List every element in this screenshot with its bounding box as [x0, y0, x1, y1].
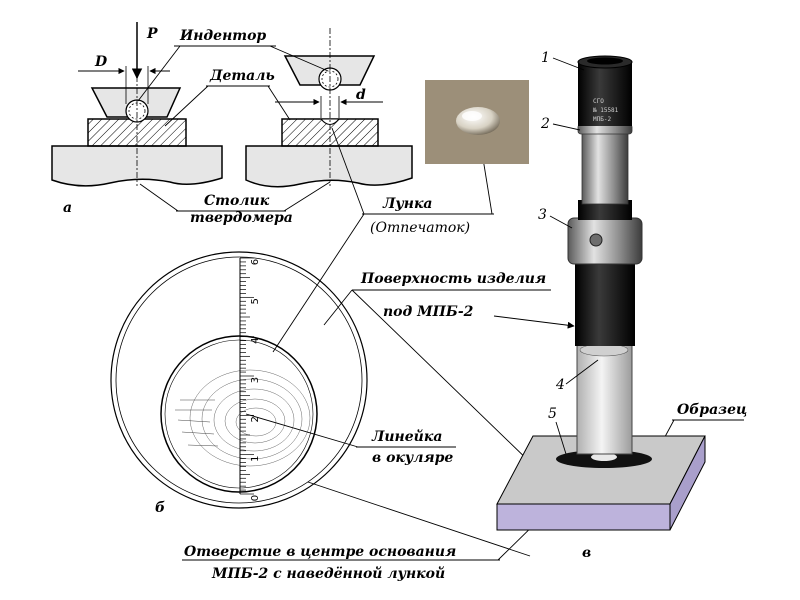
dimple-image: [456, 107, 500, 135]
microscope-window: [576, 343, 633, 455]
imprint-view-circle: [160, 335, 318, 493]
device-text-2: № 15581: [593, 107, 619, 114]
sample-front: [496, 503, 671, 531]
sample-label: Образец: [677, 402, 747, 418]
microscope-upper-tube: [581, 127, 629, 205]
callout-4: 4: [555, 377, 565, 393]
imprint-diameter-label: d: [356, 87, 366, 103]
ruler-label-line2: в окуляре: [372, 450, 453, 466]
device-text-3: МПБ-2: [593, 116, 611, 123]
panel-letter-c: в: [582, 545, 591, 561]
mid-labels: Поверхность изделия под МПБ-2 Линейка в …: [182, 271, 747, 582]
panel-letter-a: а: [63, 200, 72, 216]
ruler-tick-label: 0: [250, 495, 261, 501]
microscope-focus-ring: [567, 217, 643, 265]
ruler-tick-label: 5: [250, 298, 261, 304]
panel-a-right: d: [245, 28, 413, 188]
dimple-label-line2: (Отпечаток): [370, 220, 470, 236]
callouts: 1 2 3 4 5: [538, 50, 599, 455]
dimple-to-eyepiece-leader: [272, 213, 365, 353]
panel-c-microscope: СГО № 15581 МПБ-2: [496, 55, 706, 531]
table-label-line1: Столик: [204, 193, 270, 209]
hole-label-line2: МПБ-2 с наведённой лункой: [211, 565, 445, 582]
top-labels: Индентор Деталь Столик твердомера Лунка …: [137, 28, 494, 236]
ruler-tick-label: 3: [250, 377, 261, 383]
ruler-tick-label: 2: [250, 416, 261, 422]
ball-diameter-label: D: [94, 54, 108, 70]
ruler-label-line1: Линейка: [371, 428, 442, 445]
dimple-photo: [425, 80, 529, 164]
panel-a: P D а: [51, 22, 223, 216]
microscope-eyepiece: [578, 62, 632, 126]
indentor-label: Индентор: [179, 28, 266, 44]
sample-side: [669, 435, 706, 531]
hole-label-line1: Отверстие в центре основания: [184, 544, 456, 560]
device-text-1: СГО: [593, 98, 604, 105]
hardness-table-right: [245, 145, 413, 188]
ruler-tick-label: 1: [250, 455, 261, 461]
callout-1: 1: [541, 50, 550, 66]
imprint-rings: [175, 369, 311, 467]
surface-label-line1: Поверхность изделия: [360, 271, 546, 287]
table-label-line2: твердомера: [190, 210, 293, 226]
ruler-tick-label: 6: [250, 259, 261, 265]
part-label: Деталь: [209, 68, 275, 84]
surface-label-line2: под МПБ-2: [383, 304, 474, 320]
panel-letter-b: б: [155, 500, 165, 516]
panel-b-eyepiece: 0 1 2 3 4 5 6 б: [110, 251, 368, 516]
callout-5: 5: [548, 406, 557, 422]
dimple-label-line1: Лунка: [382, 196, 433, 212]
callout-3: 3: [538, 207, 547, 223]
ruler-tick-label: 4: [250, 337, 261, 343]
eyepiece-ruler: 0 1 2 3 4 5 6: [239, 257, 261, 501]
callout-2: 2: [540, 116, 550, 132]
force-label: P: [146, 26, 158, 42]
microscope-lower-tube: [575, 262, 635, 346]
indentor-leader: [137, 45, 181, 102]
